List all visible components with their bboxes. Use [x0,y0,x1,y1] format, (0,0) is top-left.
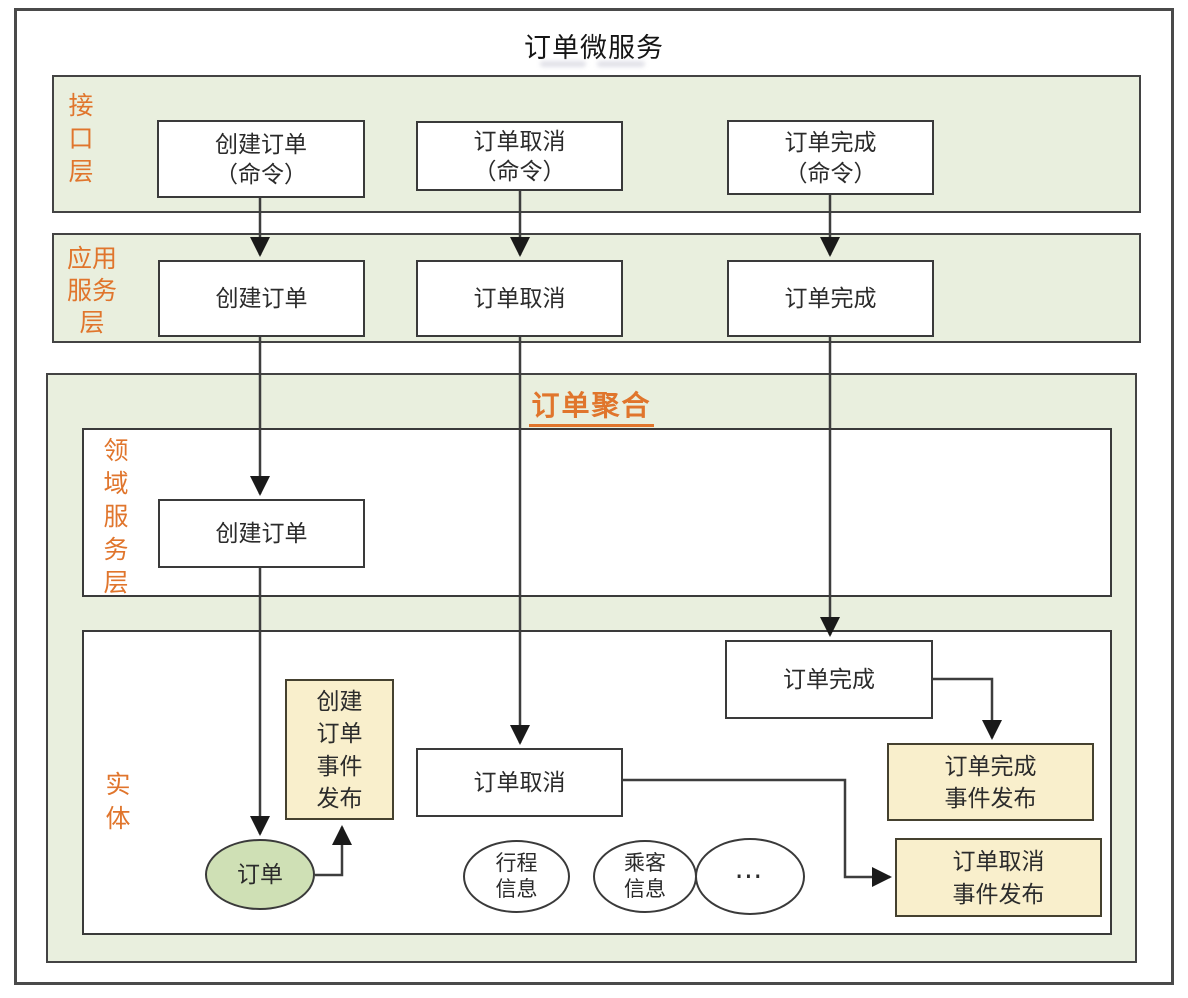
erased-text-artifact [597,61,645,67]
create-order-command-box: 创建订单 （命令） [157,120,365,198]
app-create-order-box: 创建订单 [158,260,365,337]
order-aggregate-label: 订单聚合 [529,390,654,427]
application-layer-label: 应用 服务 层 [66,245,117,337]
app-cancel-order-box: 订单取消 [416,260,623,337]
domain-layer-label: 领 域 服 务 层 [103,437,129,597]
cancel-order-event-publish-box: 订单取消 事件发布 [895,838,1102,917]
cancel-order-command-box: 订单取消 （命令） [416,121,623,191]
trip-info-ellipse: 行程 信息 [463,840,570,913]
entity-layer-label: 实 体 [105,771,131,833]
create-order-event-publish-box: 创建 订单 事件 发布 [285,679,394,820]
interface-layer-label: 接 口 层 [68,92,94,186]
entity-cancel-order-box: 订单取消 [416,748,623,817]
more-entities-ellipse: ⋯ [695,838,805,915]
order-entity-ellipse: 订单 [205,839,315,910]
passenger-info-ellipse: 乘客 信息 [593,840,697,913]
domain-create-order-box: 创建订单 [158,499,365,568]
complete-order-event-publish-box: 订单完成 事件发布 [887,743,1094,821]
diagram-title: 订单微服务 [524,33,664,63]
entity-complete-order-box: 订单完成 [725,640,933,719]
erased-text-artifact [540,61,586,67]
app-complete-order-box: 订单完成 [727,260,934,337]
order-aggregate-label-row: 订单聚合 [46,384,1137,427]
complete-order-command-box: 订单完成 （命令） [727,120,934,195]
